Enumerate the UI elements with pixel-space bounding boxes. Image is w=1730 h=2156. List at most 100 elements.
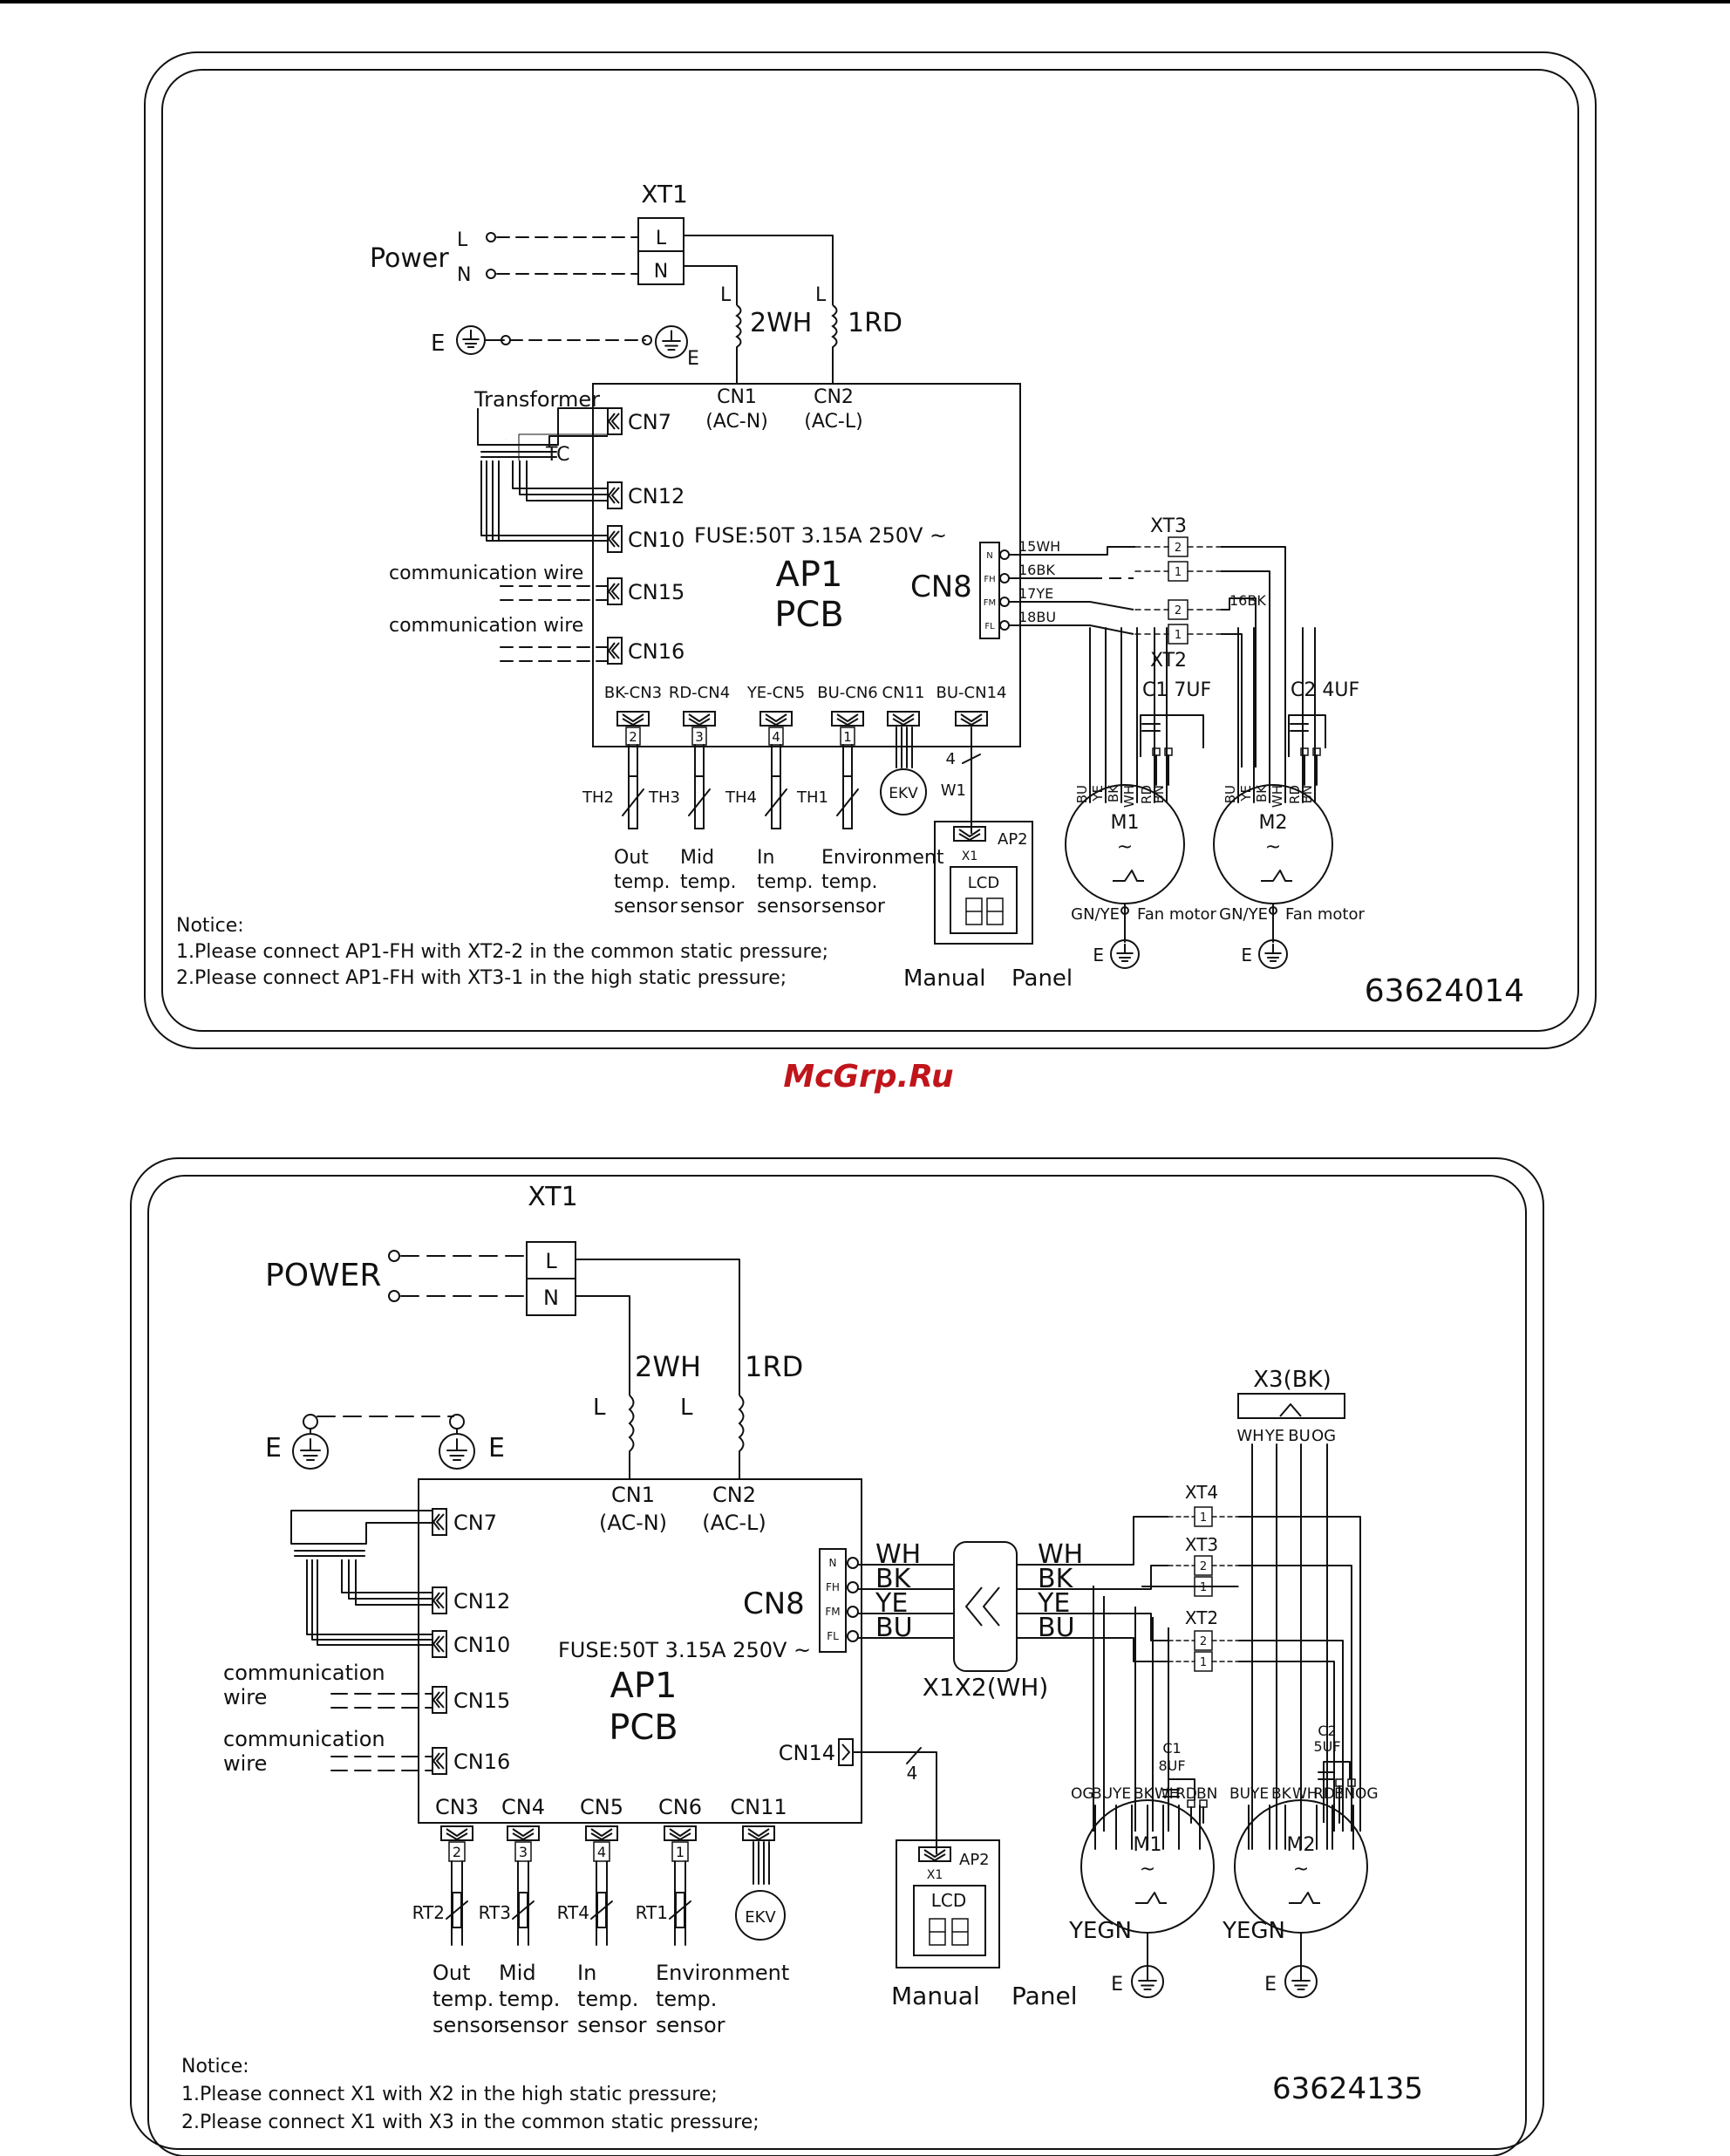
- terminal-dot: [303, 1414, 318, 1429]
- connector-icon: [958, 829, 981, 837]
- sensor-label: sensor: [757, 896, 821, 918]
- bus-count: 4: [907, 1763, 918, 1784]
- cn8-pin-hole: [847, 1557, 859, 1569]
- thermistor-icon: [842, 775, 853, 829]
- cn8-wire-label: 17YE: [1018, 585, 1053, 602]
- xt3-label: XT3: [1150, 515, 1187, 537]
- earth-label: E: [265, 1433, 282, 1463]
- thermistor-icon: [765, 788, 787, 816]
- connector-icon: [436, 1752, 445, 1770]
- x1x2-connector-icon: [965, 1586, 983, 1627]
- x1-label: X1: [927, 1868, 943, 1882]
- cn10-label: CN10: [453, 1633, 510, 1657]
- bus-slash: [962, 754, 981, 764]
- motor-wire-label: BK: [1134, 1785, 1154, 1803]
- transformer-wire: [480, 461, 608, 536]
- sensor-label: Environment: [656, 1961, 789, 1985]
- sensor-label: temp.: [432, 1987, 494, 2011]
- terminal-label: L: [656, 228, 667, 249]
- terminal-pin: 2: [1175, 542, 1182, 555]
- cn15-label: CN15: [453, 1689, 510, 1713]
- motor-symbol: ~: [1117, 836, 1133, 858]
- cn8-wire-right: YE: [1037, 1588, 1070, 1619]
- cn7-label: CN7: [453, 1511, 497, 1535]
- motor-wire-label: BU: [1229, 1785, 1250, 1803]
- cn8-pin: FM: [984, 598, 996, 608]
- terminal-dot: [388, 1250, 400, 1262]
- xt1-label: XT1: [641, 180, 688, 208]
- cn8-wire-label: 16BK: [1018, 562, 1055, 578]
- terminal-pin: 2: [1200, 1635, 1207, 1648]
- motor-wire-label: YE: [1112, 1785, 1131, 1803]
- motor-label: M2: [1259, 812, 1288, 834]
- connector-icon: [765, 718, 787, 726]
- wire-1rd: [576, 1259, 740, 1395]
- bottom-connector-label: CN11: [730, 1795, 787, 1819]
- motor-wire-label: RD: [1175, 1785, 1197, 1803]
- sensor-label: sensor: [614, 896, 678, 918]
- cn1-sub: (AC-N): [599, 1511, 667, 1535]
- cn14-connector: [838, 1738, 854, 1766]
- xt4-label: XT4: [1185, 1482, 1218, 1503]
- wire: [1089, 624, 1134, 635]
- sensor-label: Environment: [821, 847, 944, 869]
- thermistor-icon: [446, 1900, 468, 1920]
- pin-box: [671, 1841, 689, 1862]
- x3-label: X3(BK): [1253, 1367, 1332, 1393]
- ap2-label: AP2: [998, 830, 1028, 849]
- connector-icon: [892, 718, 915, 726]
- wire-1rd-label: 1RD: [848, 308, 902, 338]
- coil-2wh: [735, 304, 742, 348]
- thermistor-icon: [836, 788, 859, 816]
- connector-icon: [892, 713, 915, 722]
- power-label: POWER: [265, 1258, 381, 1293]
- connector-icon: [608, 583, 616, 600]
- cn12-label: CN12: [628, 484, 685, 508]
- sensor-label: temp.: [499, 1987, 560, 2011]
- motor-wire-label: BK: [1254, 784, 1270, 802]
- transformer-primary: [477, 407, 608, 446]
- connector-icon: [512, 1828, 535, 1837]
- fuse-label: FUSE:50T 3.15A 250V ~: [558, 1638, 811, 1662]
- motor-wire-label: OG: [1355, 1785, 1379, 1803]
- bottom-connector: [664, 1825, 697, 1841]
- bottom-connector: [507, 1825, 540, 1841]
- thermistor-icon: [512, 1900, 535, 1920]
- cn8-wire-label: BU: [875, 1613, 913, 1643]
- cn2-label: CN2: [814, 386, 854, 408]
- cn8-pin-hole: [999, 597, 1010, 607]
- cn8-pin: FL: [827, 1630, 839, 1642]
- manual-label: Manual: [891, 1982, 980, 2010]
- x3-wire-label: WH: [1236, 1427, 1263, 1445]
- transformer-wire: [306, 1559, 432, 1635]
- inner-frame: [147, 1175, 1527, 2156]
- wire: [1221, 633, 1243, 768]
- terminal-pin: 1: [1200, 1511, 1207, 1525]
- terminal-pin: 2: [1200, 1560, 1207, 1573]
- thermistor-icon: [675, 1892, 685, 1928]
- sensor-id: TH2: [582, 788, 614, 807]
- outer-frame: [130, 1157, 1544, 2150]
- terminal-label: N: [654, 261, 668, 283]
- transformer-wire: [311, 1559, 432, 1641]
- cn10-label: CN10: [628, 528, 685, 552]
- transformer-wire: [519, 461, 608, 495]
- cn8-wire-right: BK: [1038, 1564, 1074, 1594]
- bottom-connector: [585, 1825, 618, 1841]
- cn8-pin-hole: [999, 549, 1010, 560]
- wire-2wh: [576, 1295, 630, 1395]
- transformer-wire: [341, 1559, 432, 1593]
- pin-box: [448, 1841, 466, 1862]
- c2-lead: [1323, 1761, 1351, 1823]
- panel-label: Panel: [1011, 1982, 1078, 2010]
- transformer-primary: [290, 1510, 432, 1523]
- motor-wire-label: YE: [1090, 785, 1106, 802]
- motor-wire-label: WH: [1270, 785, 1285, 808]
- transformer-wire: [348, 1559, 432, 1600]
- bottom-connector: [831, 711, 864, 727]
- thermistor-icon: [771, 775, 781, 829]
- thermal-protector-icon: [1135, 1892, 1167, 1904]
- transformer-wire: [512, 461, 608, 489]
